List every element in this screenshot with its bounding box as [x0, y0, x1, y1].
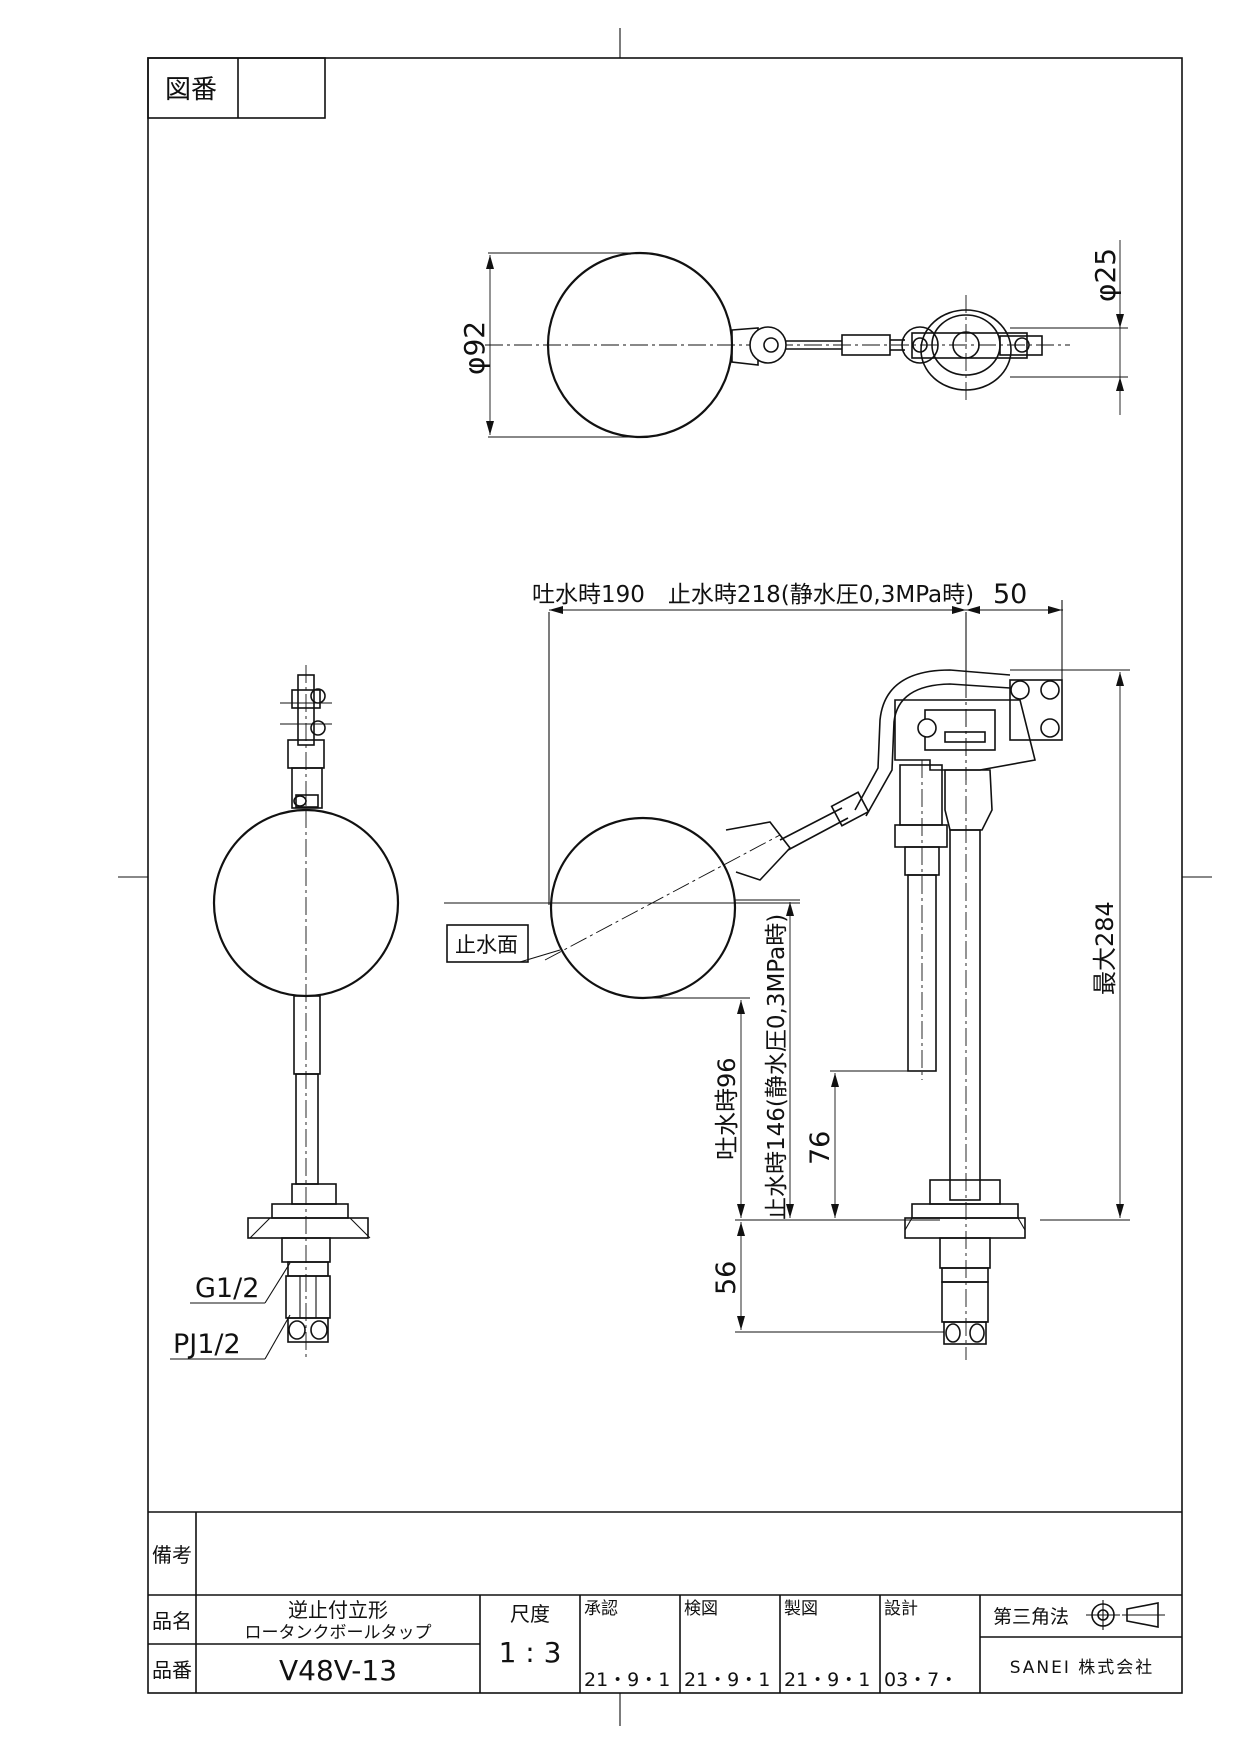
label-thread-g: G1/2 [195, 1273, 259, 1304]
scale-value: 1 : 3 [499, 1636, 562, 1669]
approved-date: 21・9・1 [584, 1669, 670, 1691]
dim-ball-diameter: φ92 [458, 321, 491, 375]
company-name: SANEI 株式会社 [1010, 1658, 1155, 1678]
projection-label: 第三角法 [993, 1606, 1069, 1628]
sheet-border [147, 57, 1183, 1694]
drawing-number-label: 図番 [165, 75, 217, 105]
number-value: V48V-13 [279, 1654, 397, 1687]
dim-max-height: 最大284 [1091, 901, 1119, 995]
drawing-number-box: 図番 [147, 57, 326, 119]
drawn-label: 製図 [784, 1599, 818, 1619]
dim-closed-146: 止水時146(静水圧0,3MPa時) [764, 914, 790, 1220]
dim-offset-50: 50 [993, 579, 1027, 610]
design-label: 設計 [884, 1599, 918, 1619]
design-date: 03・7・ [884, 1669, 958, 1691]
scale-label: 尺度 [510, 1602, 550, 1626]
approved-label: 承認 [584, 1599, 618, 1619]
name-line1: 逆止付立形 [288, 1598, 388, 1622]
name-line2: ロータンクボールタップ [245, 1623, 432, 1643]
checked-date: 21・9・1 [684, 1669, 770, 1691]
dim-refill-76: 76 [805, 1131, 836, 1165]
dim-bottom-56: 56 [711, 1261, 742, 1295]
title-block: 備考 品名 逆止付立形 ロータンクボールタップ 品番 V48V-13 尺度 1 … [148, 1511, 1182, 1693]
drawn-date: 21・9・1 [784, 1669, 870, 1691]
remarks-label: 備考 [152, 1543, 192, 1567]
dim-horizontal-span: 吐水時190 止水時218(静水圧0,3MPa時) [532, 582, 974, 608]
checked-label: 検図 [684, 1599, 718, 1619]
number-label: 品番 [152, 1658, 192, 1682]
side-view: 止水面 吐水時190 止水時218(静水圧0,3MPa時) 50 最大284 止… [444, 579, 1130, 1360]
label-thread-pj: PJ1/2 [173, 1329, 241, 1360]
dim-valve-diameter: φ25 [1089, 248, 1122, 302]
name-label: 品名 [152, 1609, 192, 1633]
top-view: φ92 φ25 [458, 240, 1128, 439]
dim-open-96: 吐水時96 [713, 1057, 741, 1160]
label-water-level: 止水面 [455, 933, 518, 957]
front-view: G1/2 PJ1/2 [170, 665, 400, 1360]
third-angle-projection-icon [1086, 1600, 1165, 1630]
centering-marks [118, 28, 1212, 1726]
